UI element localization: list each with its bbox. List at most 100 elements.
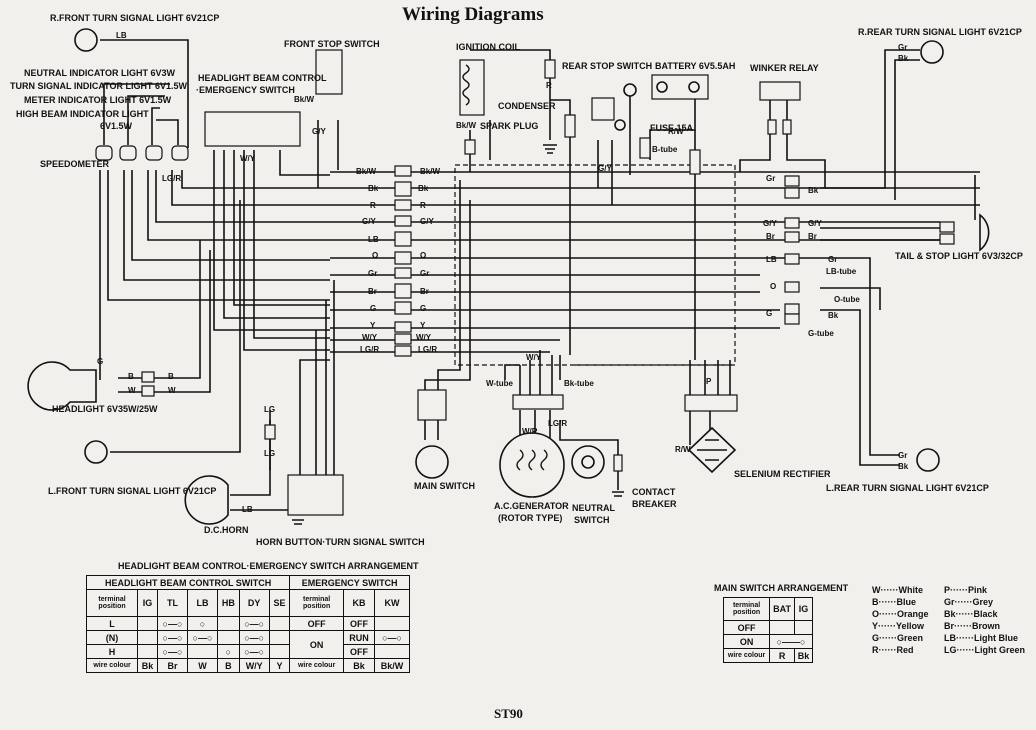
wire-label: LG <box>264 405 276 414</box>
wire-label: O <box>420 251 427 260</box>
wire-label: W <box>168 386 176 395</box>
legend-code: O <box>872 609 880 619</box>
position-label: position <box>732 609 761 616</box>
wire-label: Gr <box>898 451 908 460</box>
em-position: RUN <box>342 630 376 645</box>
wire-label: Bk <box>808 186 819 195</box>
position-label: position <box>98 603 126 610</box>
wire-label: G/Y <box>763 219 777 228</box>
wire-label: W/R <box>522 427 538 436</box>
hb-colour: W/Y <box>238 658 270 673</box>
terminal-label: terminal <box>303 596 331 603</box>
wire-label: R/W <box>675 445 691 454</box>
wire-label: LB <box>368 235 379 244</box>
neutral-switch-label: NEUTRAL <box>572 503 615 513</box>
hb-colour: Br <box>156 658 188 673</box>
em-col: KB <box>342 589 376 617</box>
speedometer-label: SPEEDOMETER <box>40 159 110 169</box>
r-rear-turn-label: R.REAR TURN SIGNAL LIGHT 6V21CP <box>858 27 1022 37</box>
hb-control-label-2: ·EMERGENCY SWITCH <box>196 85 295 95</box>
hb-table-right-title: EMERGENCY SWITCH <box>289 575 410 590</box>
wire-label: Bk/W <box>356 167 376 176</box>
legend-item: Br······Brown <box>944 620 1022 632</box>
legend-code: R <box>872 645 879 655</box>
hb-colour: Bk <box>137 658 158 673</box>
legend-code: W <box>872 585 881 595</box>
hb-col: SE <box>268 589 291 617</box>
dc-horn-label: D.C.HORN <box>204 525 249 535</box>
neutral-switch-label-2: SWITCH <box>574 515 610 525</box>
wire-label: W/Y <box>362 333 378 342</box>
position-label: position <box>303 603 331 610</box>
wire-label: W/Y <box>526 353 542 362</box>
hb-colour: Y <box>268 658 291 673</box>
legend-item: LB······Light Blue <box>944 632 1022 644</box>
wire-label: R/W <box>668 127 684 136</box>
winker-relay-label: WINKER RELAY <box>750 63 819 73</box>
ac-generator-label-2: (ROTOR TYPE) <box>498 513 563 523</box>
b-tube-label: B-tube <box>652 145 678 154</box>
wire-colour-label: wire colour <box>85 658 139 673</box>
main-colour: Bk <box>794 648 813 663</box>
terminal-label: terminal <box>732 602 761 609</box>
condenser-label: CONDENSER <box>498 101 556 111</box>
legend-name: Green <box>897 633 924 643</box>
legend-name: Yellow <box>896 621 925 631</box>
wire-label: LB <box>116 31 127 40</box>
wire-label: G <box>370 304 377 313</box>
legend-item: Gr······Grey <box>944 596 1022 608</box>
high-beam-indicator-label: HIGH BEAM INDICATOR LIGHT <box>16 109 149 119</box>
wire-label: G <box>420 304 427 313</box>
legend-name: Grey <box>972 597 994 607</box>
em-position: OFF <box>289 616 344 631</box>
wire-colour-label: wire colour <box>289 658 344 673</box>
legend-dots: ······ <box>878 621 896 631</box>
headlight-label: HEADLIGHT 6V35W/25W <box>52 404 158 414</box>
legend-name: Pink <box>968 585 988 595</box>
main-row: OFF <box>722 620 771 635</box>
legend-name: Light Green <box>974 645 1025 655</box>
spark-plug-label: SPARK PLUG <box>480 121 539 131</box>
wire-label: Y <box>420 321 426 330</box>
legend-name: Blue <box>896 597 916 607</box>
legend-code: G <box>872 633 880 643</box>
legend-item: G······Green <box>872 632 944 644</box>
wire-label: O <box>372 251 379 260</box>
em-position: OFF <box>342 616 376 631</box>
legend-code: P <box>944 585 951 595</box>
wire-label: G <box>766 309 773 318</box>
wire-label: Bk <box>418 184 429 193</box>
legend-item: R······Red <box>872 644 944 656</box>
wire-label: Bk <box>898 462 909 471</box>
legend-dots: ······ <box>879 609 897 619</box>
legend-name: Black <box>973 609 998 619</box>
wire-label: LB <box>766 255 777 264</box>
legend-dots: ······ <box>956 633 974 643</box>
battery-label: BATTERY 6V5.5AH <box>655 61 736 71</box>
wire-label: O <box>770 282 777 291</box>
main-colour: R <box>769 648 795 663</box>
page-title: Wiring Diagrams <box>402 4 544 25</box>
wire-label: LG/R <box>418 345 438 354</box>
wire-label: Bk <box>898 54 909 63</box>
wire-label: LG/R <box>162 174 182 183</box>
contact-breaker-label: CONTACT <box>632 487 676 497</box>
r-front-turn-label: R.FRONT TURN SIGNAL LIGHT 6V21CP <box>50 13 220 23</box>
wire-label: Y <box>370 321 376 330</box>
bk-tube-label: Bk-tube <box>564 379 594 388</box>
wire-label: B <box>128 372 134 381</box>
wire-label: LG/R <box>548 419 568 428</box>
wire-label: Bk <box>828 311 839 320</box>
contact-breaker-label-2: BREAKER <box>632 499 677 509</box>
fuse-label: FUSE 15A <box>650 123 694 133</box>
wire-label: W <box>128 386 136 395</box>
legend-code: Br <box>944 621 955 631</box>
wire-label: LG <box>264 449 276 458</box>
ignition-coil-label: IGNITION COIL <box>456 42 520 52</box>
wire-label: LB <box>242 505 253 514</box>
main-row: ON <box>722 634 771 649</box>
legend-code: B <box>872 597 879 607</box>
hb-col: LB <box>186 589 218 617</box>
legend-name: Red <box>896 645 914 655</box>
